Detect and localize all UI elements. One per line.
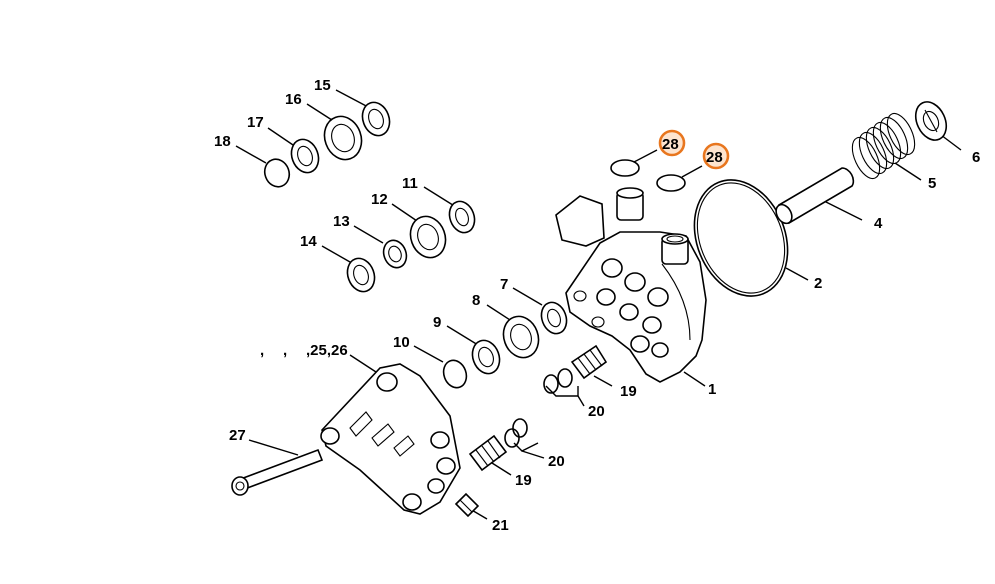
- label-25-26: ,25,26: [306, 342, 348, 359]
- label-8: 8: [472, 292, 480, 309]
- label-19-lower: 19: [515, 472, 532, 489]
- part-18-ring: [263, 158, 291, 188]
- part-labels: 1 2 4 5 6 7 8 9 10 11 12 13 14 15 16 17 …: [214, 77, 980, 534]
- part-4-piston: [775, 167, 855, 225]
- label-9: 9: [433, 314, 441, 331]
- label-comma-2: ,: [283, 342, 287, 359]
- highlight-28-left: [658, 129, 686, 157]
- label-14: 14: [300, 233, 317, 250]
- label-2: 2: [814, 275, 822, 292]
- part-1-pump-head: [555, 187, 707, 383]
- highlight-28-right: [702, 142, 730, 170]
- label-16: 16: [285, 91, 302, 108]
- part-13-washer: [382, 239, 408, 269]
- label-20-upper: 20: [588, 403, 605, 420]
- part-7-seal: [540, 301, 568, 335]
- label-1: 1: [708, 381, 716, 398]
- part-19-valve-upper: [570, 344, 608, 380]
- label-5: 5: [928, 175, 936, 192]
- label-6: 6: [972, 149, 980, 166]
- label-21: 21: [492, 517, 509, 534]
- label-11: 11: [402, 175, 418, 192]
- part-21-plug: [454, 492, 480, 518]
- label-27: 27: [229, 427, 246, 444]
- part-9-seal: [471, 339, 501, 375]
- label-10: 10: [393, 334, 410, 351]
- label-17: 17: [247, 114, 264, 131]
- label-7: 7: [500, 276, 508, 293]
- part-28-o-rings: [610, 159, 686, 192]
- part-11-seal: [448, 200, 476, 234]
- part-19-valve-lower: [468, 434, 508, 472]
- part-20-o-rings-upper: [543, 368, 573, 394]
- label-comma-1: ,: [260, 342, 264, 359]
- part-16-seal-retainer: [323, 115, 363, 161]
- part-14-seal: [346, 257, 376, 293]
- label-20-lower: 20: [548, 453, 565, 470]
- part-27-bolt: [231, 448, 324, 496]
- label-19-upper: 19: [620, 383, 637, 400]
- label-28-left: 28: [662, 136, 679, 153]
- leader-lines: [235, 89, 962, 520]
- label-15: 15: [314, 77, 331, 94]
- label-28-right: 28: [706, 149, 723, 166]
- part-20-o-rings-lower: [504, 418, 528, 448]
- part-17-seal: [290, 138, 320, 174]
- label-4: 4: [874, 215, 883, 232]
- part-8-seal-retainer: [502, 315, 540, 359]
- part-25-26-manifold-cover: [320, 363, 461, 515]
- part-5-spring: [851, 112, 916, 180]
- part-10-ring: [442, 359, 468, 389]
- label-13: 13: [333, 213, 350, 230]
- part-15-seal: [361, 101, 391, 137]
- part-6-retainer: [914, 101, 948, 141]
- label-12: 12: [371, 191, 388, 208]
- part-12-seal-retainer: [409, 215, 447, 259]
- label-18: 18: [214, 133, 231, 150]
